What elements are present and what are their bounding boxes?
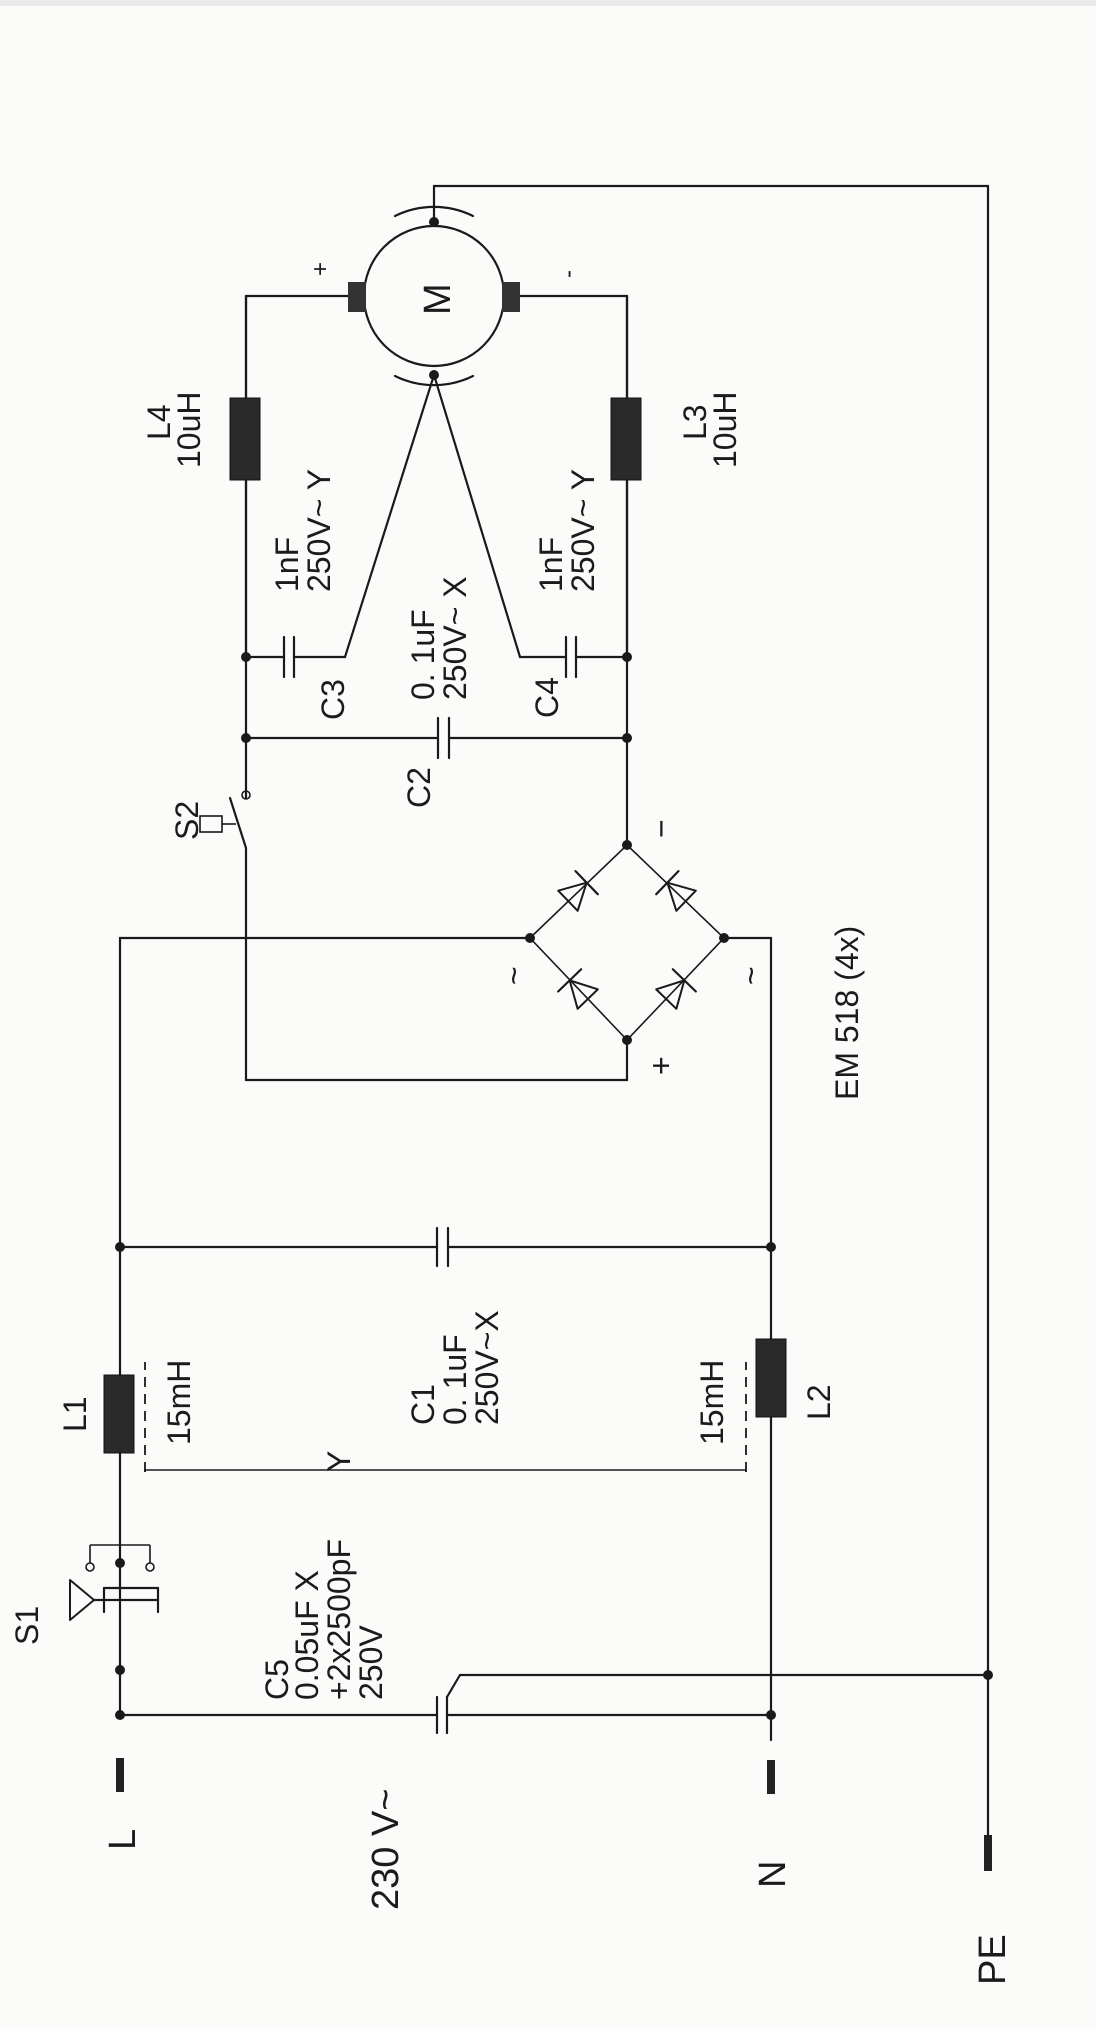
label-bridge-minus: − bbox=[643, 819, 679, 838]
label-motor-plus: + bbox=[307, 262, 334, 276]
switch-s1 bbox=[69, 1544, 160, 1639]
bridge-rectifier bbox=[525, 840, 729, 1045]
label-c2-line2: 250V~ X bbox=[437, 576, 473, 700]
label-c3-line1: 1nF bbox=[269, 537, 305, 592]
label-c3-line2: 250V~ Y bbox=[301, 469, 337, 592]
capacitor-c2 bbox=[436, 716, 451, 760]
label-bridge-ac-right: ~ bbox=[733, 966, 769, 985]
label-N: N bbox=[752, 1861, 794, 1888]
label-y-mark: Y bbox=[321, 1451, 357, 1472]
label-c4-line1: 1nF bbox=[533, 537, 569, 592]
terminal-L bbox=[116, 1758, 124, 1792]
label-l1-value: 15mH bbox=[161, 1360, 197, 1445]
switch-s2 bbox=[199, 790, 251, 850]
label-PE: PE bbox=[972, 1934, 1014, 1985]
label-bridge: EM 518 (4x) bbox=[829, 926, 865, 1100]
label-voltage: 230 V~ bbox=[365, 1789, 407, 1911]
capacitor-c5 bbox=[435, 1695, 449, 1735]
label-c5: C5 bbox=[259, 1659, 295, 1700]
label-c5-line3: 250V bbox=[353, 1625, 389, 1700]
label-l2-value: 15mH bbox=[694, 1360, 730, 1445]
terminals bbox=[116, 1758, 992, 1871]
label-c2: C2 bbox=[401, 767, 437, 808]
label-l3-value: 10uH bbox=[707, 392, 743, 469]
label-c4: C4 bbox=[529, 677, 565, 718]
top-edge bbox=[0, 0, 1096, 6]
label-c4-line2: 250V~ Y bbox=[565, 469, 601, 592]
motor-brush-plus bbox=[348, 282, 366, 312]
label-motor: M bbox=[417, 283, 459, 315]
label-c1: C1 bbox=[405, 1384, 441, 1425]
label-c1-line1: 0. 1uF bbox=[437, 1334, 473, 1425]
label-c1-line2: 250V~X bbox=[469, 1310, 505, 1425]
label-bridge-ac-left: ~ bbox=[496, 966, 532, 985]
label-l2: L2 bbox=[801, 1384, 837, 1420]
label-l3: L3 bbox=[677, 404, 713, 440]
label-c2-line1: 0. 1uF bbox=[405, 609, 441, 700]
terminal-N bbox=[767, 1760, 775, 1794]
label-bridge-plus: + bbox=[643, 1056, 679, 1075]
label-c5-line2: +2x2500pF bbox=[321, 1539, 357, 1700]
label-L: L bbox=[102, 1829, 144, 1850]
label-motor-minus: - bbox=[555, 270, 582, 278]
capacitor-c4 bbox=[564, 635, 578, 679]
capacitor-c3 bbox=[282, 635, 296, 679]
capacitor-c1 bbox=[435, 1226, 450, 1268]
labels: L N PE 230 V~ S1 S2 C5 0.05uF X +2x2500p… bbox=[9, 262, 1014, 1985]
inductor-l2 bbox=[755, 1338, 787, 1418]
inductor-l3 bbox=[610, 397, 642, 481]
inductor-l1 bbox=[103, 1374, 135, 1454]
label-l4: L4 bbox=[141, 404, 177, 440]
motor bbox=[348, 205, 520, 387]
label-c5-line1: 0.05uF X bbox=[289, 1570, 325, 1700]
label-s1: S1 bbox=[9, 1606, 45, 1645]
label-c3: C3 bbox=[315, 679, 351, 720]
label-l4-value: 10uH bbox=[171, 392, 207, 469]
motor-brush-minus bbox=[502, 282, 520, 312]
label-l1: L1 bbox=[57, 1396, 93, 1432]
terminal-PE bbox=[984, 1835, 992, 1871]
inductor-l4 bbox=[229, 397, 261, 481]
label-s2: S2 bbox=[169, 801, 205, 840]
